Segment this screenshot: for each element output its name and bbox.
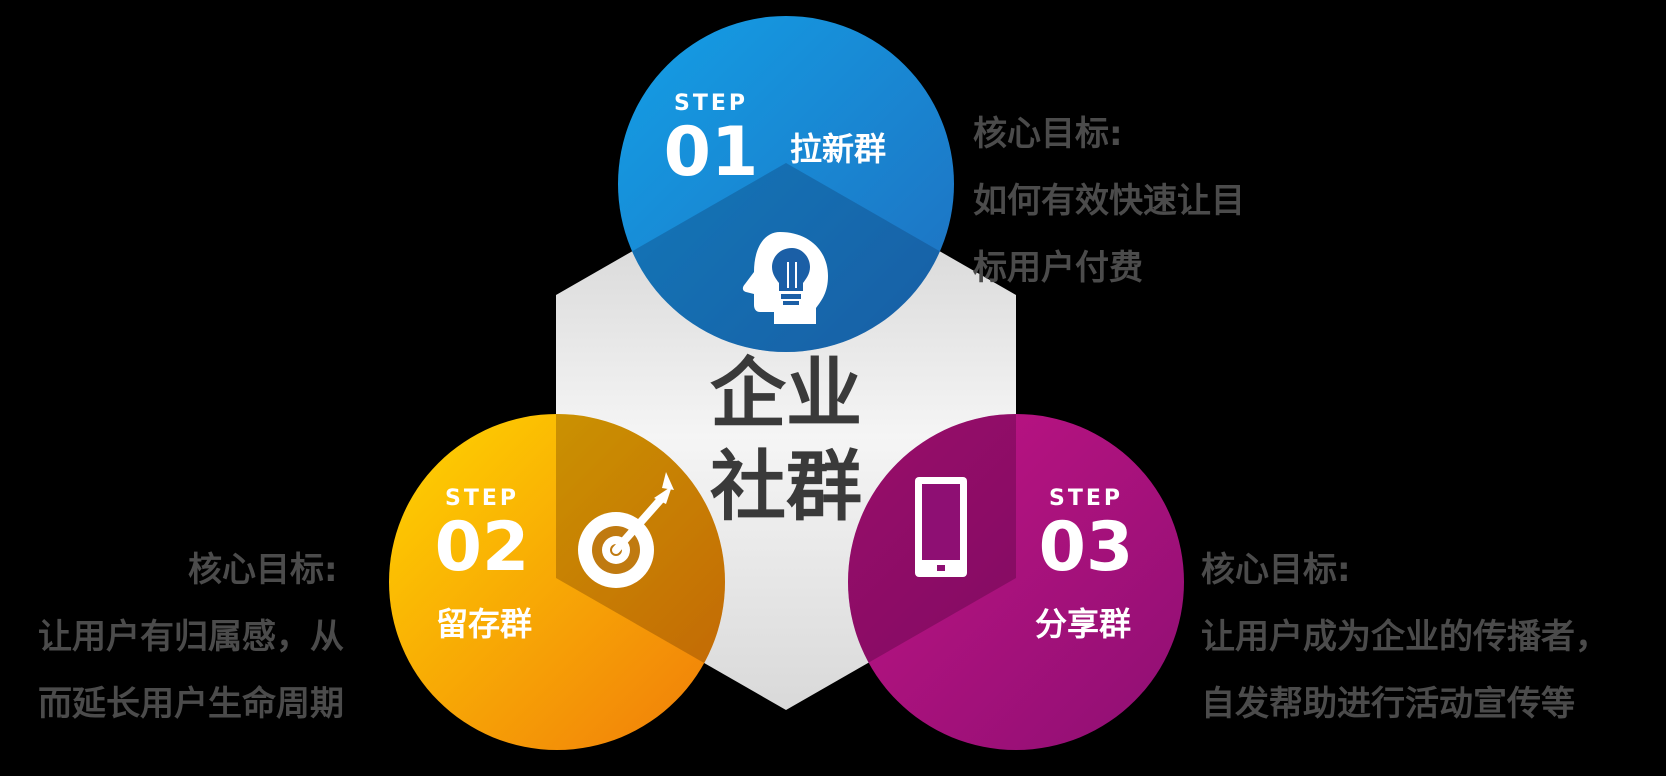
step-01-desc-line-2: 标用户付费 xyxy=(973,248,1143,288)
step-02-number: 02 xyxy=(435,508,530,587)
step-03-desc-line-2: 自发帮助进行活动宣传等 xyxy=(1201,684,1575,724)
step-02-desc-title: 核心目标: xyxy=(188,550,338,590)
center-title-line1: 企业 xyxy=(710,349,862,438)
step-03-number: 03 xyxy=(1039,508,1134,587)
step-01-desc-title: 核心目标: xyxy=(973,114,1123,154)
step-01-description: 核心目标: 如何有效快速让目 标用户付费 xyxy=(973,101,1245,302)
step-02-description: 核心目标: 让用户有归属感，从 而延长用户生命周期 xyxy=(38,537,344,738)
step-02-name: 留存群 xyxy=(436,605,532,643)
head-lightbulb-icon xyxy=(742,232,828,324)
step-03-desc-line-1: 让用户成为企业的传播者， xyxy=(1201,617,1609,657)
step-03-name: 分享群 xyxy=(1035,605,1131,643)
step-02-desc-line-2: 而延长用户生命周期 xyxy=(38,684,344,724)
step-02-desc-line-1: 让用户有归属感，从 xyxy=(38,617,344,657)
step-01-circle xyxy=(618,16,954,352)
step-03-circle xyxy=(848,414,1184,750)
center-title-line2: 社群 xyxy=(710,442,862,531)
smartphone-icon xyxy=(915,477,967,577)
step-03-desc-title: 核心目标: xyxy=(1201,550,1351,590)
step-01-step-word: STEP xyxy=(674,91,748,116)
step-01-desc-line-1: 如何有效快速让目 xyxy=(973,181,1245,221)
target-dart-icon xyxy=(578,472,674,588)
step-02-step-word: STEP xyxy=(445,486,519,511)
step-03-description: 核心目标: 让用户成为企业的传播者， 自发帮助进行活动宣传等 xyxy=(1201,537,1609,738)
step-01-number: 01 xyxy=(664,113,759,192)
step-03-step-word: STEP xyxy=(1049,486,1123,511)
step-01-name: 拉新群 xyxy=(790,130,886,168)
step-02-circle xyxy=(389,414,725,750)
